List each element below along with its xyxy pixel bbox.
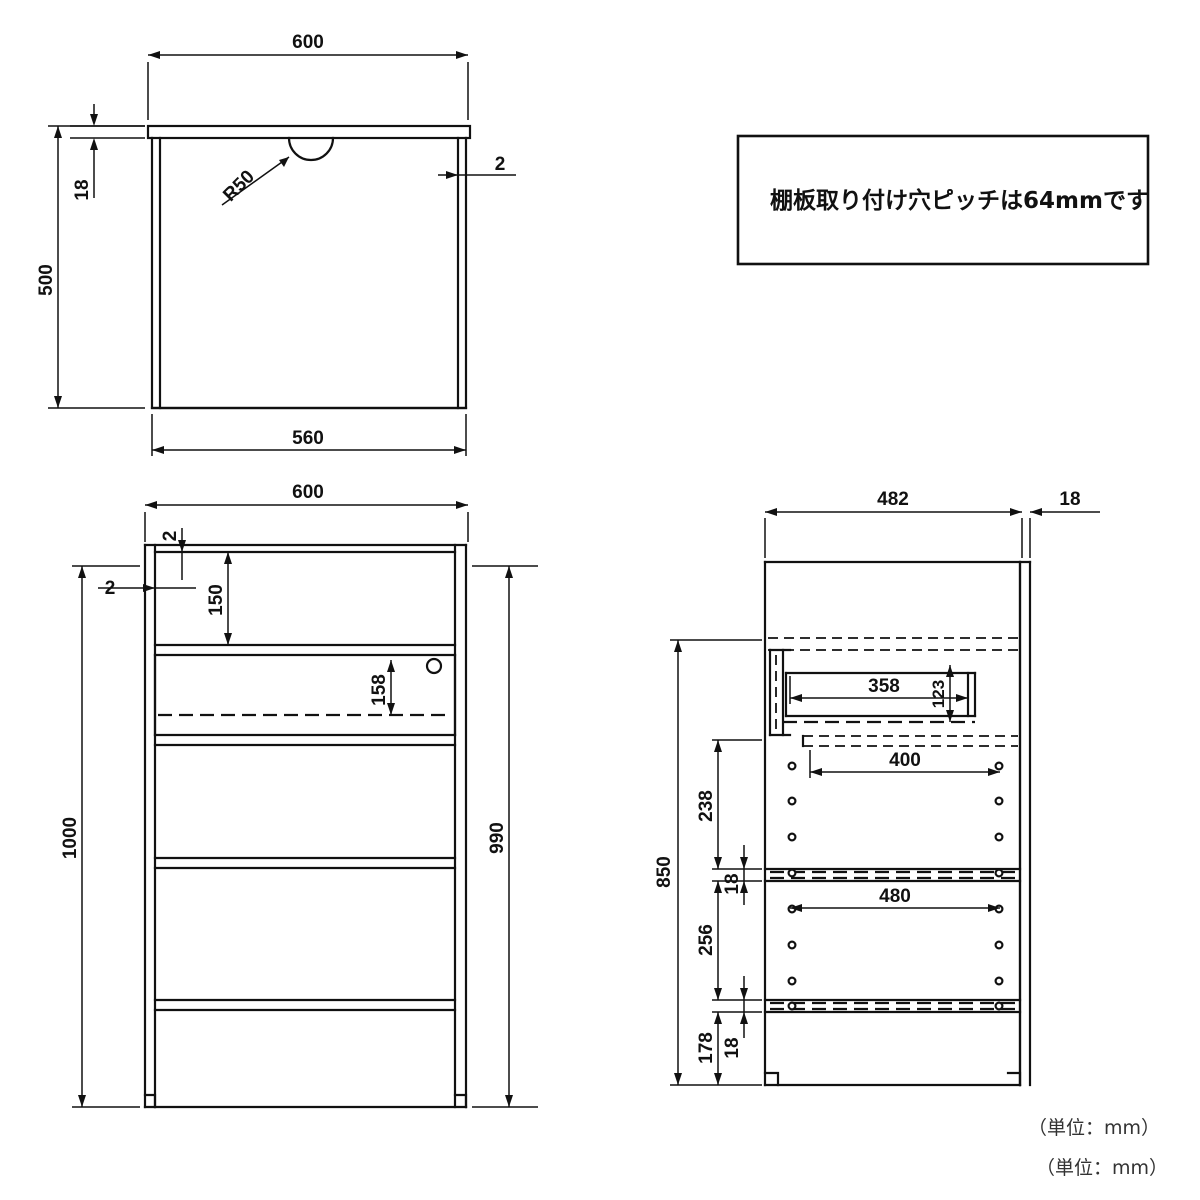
dim-side-480: [790, 904, 1000, 912]
label-side-drawer-inner: 358: [868, 676, 900, 697]
label-top-inner-width: 560: [292, 428, 324, 449]
label-top-notch-radius: R50: [219, 166, 258, 205]
dim-front-2-vertical: [168, 528, 200, 580]
top-view-geometry: [146, 124, 472, 410]
dim-side-482: [764, 508, 1023, 558]
label-top-overall-width: 600: [292, 32, 324, 53]
label-front-side-gap: 2: [105, 578, 116, 599]
dim-top-500: [48, 125, 145, 409]
dim-side-850: [670, 639, 762, 1086]
dim-front-600: [144, 501, 469, 542]
label-side-total-span: 850: [654, 856, 675, 888]
dim-side-400: [809, 750, 1000, 778]
dim-side-chain: [712, 739, 762, 1085]
label-top-depth: 500: [36, 264, 57, 296]
label-side-shelf-depth-upper: 400: [889, 750, 921, 771]
label-side-shelf-depth-lower: 480: [879, 886, 911, 907]
dim-front-1000: [72, 565, 140, 1108]
dim-top-2: [438, 160, 516, 190]
dim-side-123: [946, 665, 954, 722]
label-side-upper-gap: 238: [696, 790, 717, 822]
dim-side-358: [789, 676, 968, 704]
dim-front-990: [472, 565, 538, 1108]
label-side-shelf-thickness-lower: 18: [722, 1037, 743, 1058]
label-front-top-gap: 2: [160, 531, 181, 542]
label-front-body-height: 990: [487, 822, 508, 854]
dim-front-158: [387, 660, 395, 715]
label-front-drawer-height: 158: [369, 674, 390, 706]
dim-front-150: [224, 552, 232, 645]
dim-top-560: [151, 414, 467, 456]
label-side-mid-gap: 256: [696, 924, 717, 956]
units-note-secondary: （単位：mm）: [1036, 1157, 1168, 1179]
label-front-overall-width: 600: [292, 482, 324, 503]
label-side-lower-gap: 178: [696, 1032, 717, 1064]
label-side-shelf-thickness-upper: 18: [722, 873, 743, 894]
dim-side-18: [1029, 508, 1100, 558]
dim-side-18-lower: [740, 976, 748, 1038]
label-side-drawer-front-offset: 123: [929, 680, 948, 708]
side-view-geometry: [763, 560, 1032, 1087]
label-top-panel-thickness: 18: [72, 179, 93, 200]
dim-front-2-horizontal: [98, 570, 196, 600]
label-front-shelf-drop: 150: [206, 584, 227, 616]
dim-top-600: [147, 51, 469, 120]
note-shelf-hole-pitch: 棚板取り付け穴ピッチは64mmです: [770, 187, 1149, 214]
label-side-back-thickness: 18: [1059, 489, 1080, 510]
label-top-side-offset: 2: [495, 154, 506, 175]
units-note-primary: （単位：mm）: [1028, 1117, 1160, 1139]
label-front-overall-height: 1000: [60, 817, 81, 859]
dim-side-18-upper: [740, 845, 748, 905]
front-view-geometry: [143, 543, 468, 1109]
note-box-frame: [736, 134, 1150, 266]
label-side-body-depth: 482: [877, 489, 909, 510]
